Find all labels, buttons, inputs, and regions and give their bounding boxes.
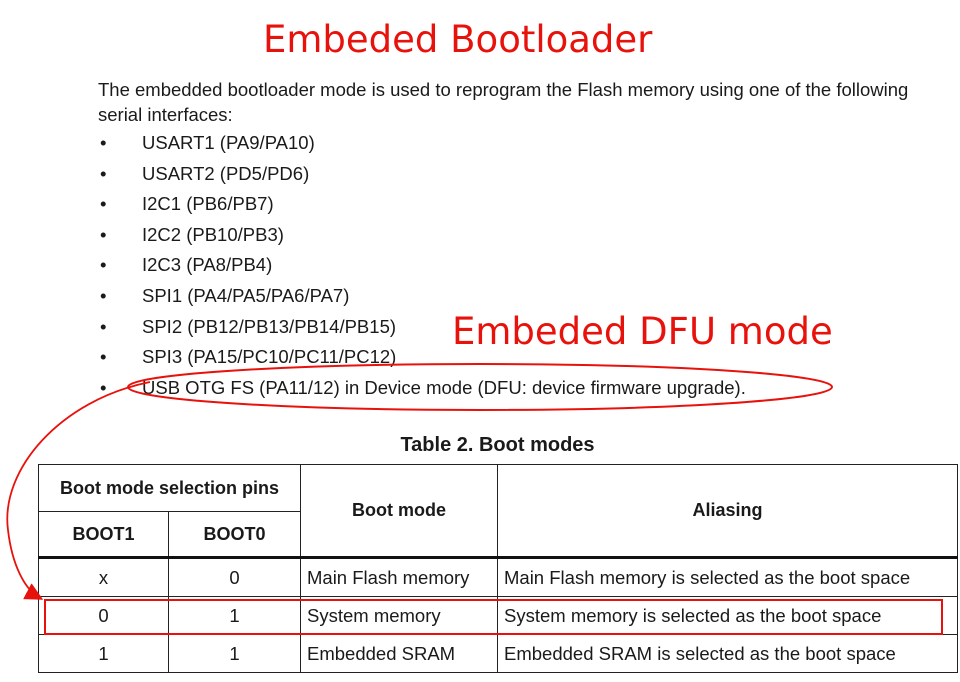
cell-alias: System memory is selected as the boot sp… [497, 596, 958, 635]
interface-label-usb: USB OTG FS (PA11/12) in Device mode (DFU… [142, 376, 746, 398]
bullet-icon: • [100, 346, 107, 368]
annotation-title-dfu: Embeded DFU mode [452, 310, 833, 353]
table-caption: Table 2. Boot modes [400, 434, 595, 456]
cell-mode: Embedded SRAM [300, 634, 498, 673]
header-boot0: BOOT0 [168, 511, 301, 559]
cell-boot0: 1 [168, 634, 301, 673]
cell-mode: System memory [300, 596, 498, 635]
cell-boot1: 1 [38, 634, 169, 673]
interface-label: I2C1 (PB6/PB7) [142, 193, 274, 215]
interface-label: USART1 (PA9/PA10) [142, 132, 315, 153]
header-boot1: BOOT1 [38, 511, 169, 559]
cell-alias: Embedded SRAM is selected as the boot sp… [497, 634, 958, 673]
interface-label: SPI3 (PA15/PC10/PC11/PC12) [142, 346, 397, 368]
cell-boot1: 0 [38, 596, 169, 635]
bullet-icon: • [100, 315, 107, 337]
table-row-system-memory: 0 1 System memory System memory is selec… [38, 596, 958, 635]
cell-boot0: 0 [168, 557, 301, 597]
bullet-icon: • [100, 132, 107, 153]
bullet-icon: • [100, 223, 107, 245]
bullet-icon: • [100, 162, 107, 184]
cell-mode: Main Flash memory [300, 557, 498, 597]
intro-paragraph: The embedded bootloader mode is used to … [98, 79, 909, 125]
interface-label: I2C2 (PB10/PB3) [142, 223, 284, 245]
bullet-icon: • [100, 376, 107, 398]
table-row: 1 1 Embedded SRAM Embedded SRAM is selec… [38, 634, 958, 673]
table-row: x 0 Main Flash memory Main Flash memory … [38, 557, 958, 597]
interface-label: SPI2 (PB12/PB13/PB14/PB15) [142, 315, 397, 337]
interface-label: SPI1 (PA4/PA5/PA6/PA7) [142, 284, 350, 306]
header-aliasing: Aliasing [497, 464, 958, 559]
bullet-icon: • [100, 284, 107, 306]
interface-label: I2C3 (PA8/PB4) [142, 254, 273, 276]
interface-label: USART2 (PD5/PD6) [142, 162, 310, 184]
bullet-icon: • [100, 193, 107, 215]
cell-boot1: x [38, 557, 169, 597]
header-selection-pins: Boot mode selection pins [38, 464, 301, 512]
cell-alias: Main Flash memory is selected as the boo… [497, 557, 958, 597]
annotation-title-bootloader: Embeded Bootloader [263, 18, 653, 61]
boot-modes-table: Boot mode selection pins Boot mode Alias… [38, 464, 958, 673]
bullet-icon: • [100, 254, 107, 276]
header-boot-mode: Boot mode [300, 464, 498, 559]
cell-boot0: 1 [168, 596, 301, 635]
